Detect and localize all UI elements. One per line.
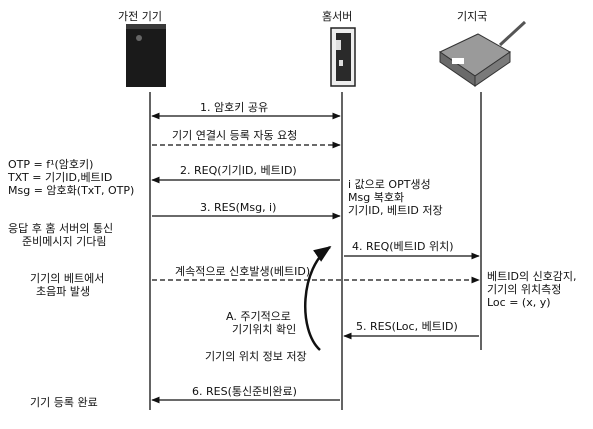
device-header: 가전 기기 [118, 10, 162, 23]
msg-1-label: 1. 암호키 공유 [200, 101, 269, 114]
loop-arrow [304, 245, 332, 351]
home-server-icon [330, 27, 356, 87]
server-note-2: Msg 복호화 [348, 191, 405, 204]
appliance-icon [126, 24, 166, 87]
server-note-3: 기기ID, 베트ID 저장 [348, 204, 443, 217]
server-note-1: i 값으로 OPT생성 [348, 178, 431, 191]
msg-3-label: 3. RES(Msg, i) [200, 201, 277, 214]
ultra-note-1: 기기의 베트에서 [30, 272, 105, 285]
msg-4-label: 4. REQ(베트ID 위치) [352, 240, 454, 253]
txt-note: TXT = 기기ID,베트ID [8, 171, 113, 184]
msg-5-label: 5. RES(Loc, 베트ID) [356, 320, 458, 333]
wait-note-1: 응답 후 홈 서버의 통신 [8, 222, 114, 235]
server-header: 홈서버 [322, 10, 353, 23]
loop-label-2: 기기위치 확인 [232, 323, 297, 336]
station-note-3: Loc = (x, y) [487, 296, 551, 309]
msg-signal-label: 계속적으로 신호발생(베트ID) [175, 265, 311, 278]
msg-auto-label: 기기 연결시 등록 자동 요청 [172, 129, 298, 142]
msg-2-label: 2. REQ(기기ID, 베트ID) [180, 164, 297, 177]
loop-label-1: A. 주기적으로 [226, 310, 291, 323]
msg-6-label: 6. RES(통신준비완료) [192, 385, 297, 398]
ultra-note-2: 초음파 발생 [36, 285, 91, 298]
station-header: 기지국 [457, 10, 488, 23]
base-station-icon [438, 20, 527, 87]
wait-note-2: 준비메시지 기다림 [22, 235, 107, 248]
location-save-note: 기기의 위치 정보 저장 [205, 350, 307, 363]
otp-note: OTP = f¹(암호키) [8, 158, 94, 171]
station-note-1: 베트ID의 신호감지, [487, 270, 577, 283]
done-note: 기기 등록 완료 [30, 396, 98, 409]
msg-note: Msg = 암호화(TxT, OTP) [8, 184, 135, 197]
station-note-2: 기기의 위치측정 [487, 283, 562, 296]
